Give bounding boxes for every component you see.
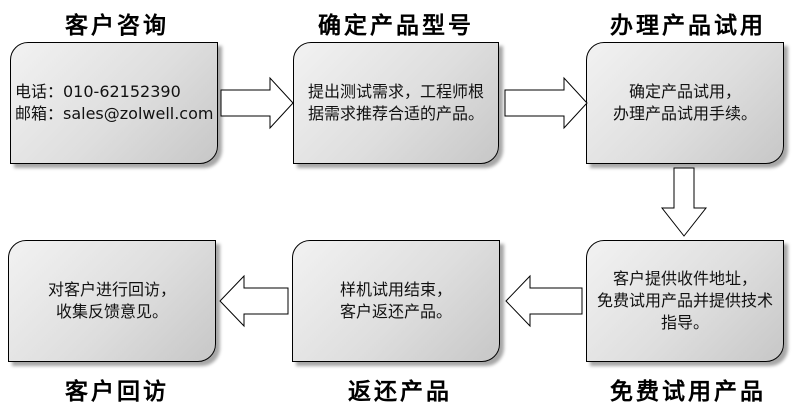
arrow-left-icon bbox=[219, 274, 289, 328]
arrow-right-icon bbox=[220, 76, 294, 130]
step-title-return: 返还产品 bbox=[348, 378, 452, 405]
step-box-return: 样机试用结束， 客户返还产品。 bbox=[292, 240, 500, 362]
free-trial-text-line: 免费试用产品并提供技术 bbox=[596, 291, 773, 310]
step-title-free-trial: 免费试用产品 bbox=[610, 378, 766, 405]
return-text-line: 样机试用结束， bbox=[339, 280, 452, 299]
step-box-free-trial: 客户提供收件地址， 免费试用产品并提供技术 指导。 bbox=[586, 240, 784, 362]
consult-email-text: 邮箱：sales@zolwell.com bbox=[15, 104, 214, 123]
trial-process-text-line: 确定产品试用， bbox=[628, 82, 741, 101]
visit-text-line: 对客户进行回访， bbox=[47, 280, 176, 299]
consult-phone-text: 电话：010-62152390 bbox=[15, 82, 181, 101]
step-title-consult: 客户咨询 bbox=[65, 12, 169, 39]
free-trial-text-line: 指导。 bbox=[660, 313, 709, 332]
free-trial-text-line: 客户提供收件地址， bbox=[612, 269, 757, 288]
step-box-visit: 对客户进行回访， 收集反馈意见。 bbox=[8, 240, 216, 362]
step-box-trial-process: 确定产品试用， 办理产品试用手续。 bbox=[586, 42, 784, 164]
arrow-left-icon bbox=[505, 274, 583, 328]
arrow-right-icon bbox=[504, 76, 588, 130]
model-text-line: 提出测试需求，工程师根 bbox=[307, 82, 484, 101]
visit-text-line: 收集反馈意见。 bbox=[55, 302, 168, 321]
step-title-visit: 客户回访 bbox=[65, 378, 169, 405]
step-title-model: 确定产品型号 bbox=[318, 12, 474, 39]
return-text-line: 客户返还产品。 bbox=[339, 302, 452, 321]
trial-process-text-line: 办理产品试用手续。 bbox=[612, 104, 757, 123]
step-title-trial-process: 办理产品试用 bbox=[610, 12, 766, 39]
step-box-consult: 电话：010-62152390 邮箱：sales@zolwell.com bbox=[10, 42, 218, 164]
step-box-model: 提出测试需求，工程师根 据需求推荐合适的产品。 bbox=[293, 42, 499, 164]
model-text-line: 据需求推荐合适的产品。 bbox=[307, 104, 484, 123]
arrow-down-icon bbox=[660, 167, 708, 237]
